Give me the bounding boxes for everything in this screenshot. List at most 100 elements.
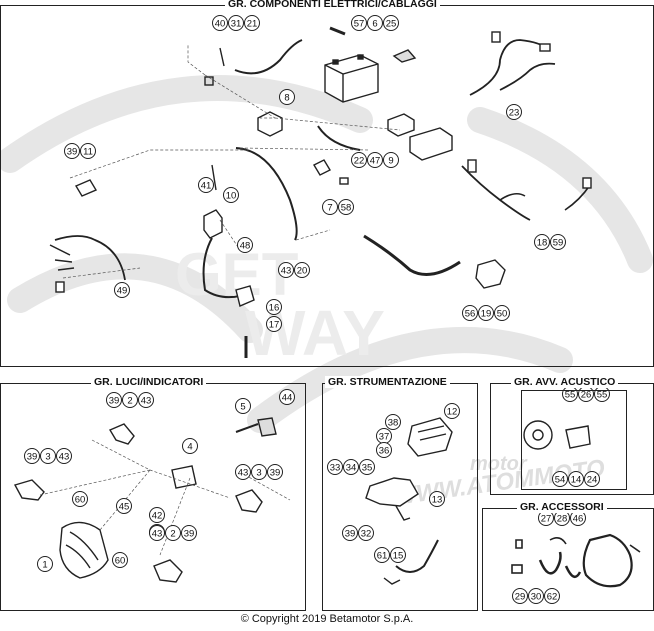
callout-luci-2: 2 — [122, 392, 138, 408]
callout-luci-5: 5 — [235, 398, 251, 414]
svg-text:54: 54 — [555, 475, 566, 486]
callout-componenti-40: 40 — [212, 15, 228, 31]
callout-accessori-28: 28 — [554, 510, 570, 526]
accessori-panel: GR. ACCESSORI — [482, 501, 654, 611]
accessori-drawings — [511, 533, 641, 588]
svg-text:42: 42 — [152, 511, 163, 522]
svg-text:61: 61 — [377, 551, 388, 562]
svg-text:43: 43 — [152, 529, 163, 540]
svg-text:49: 49 — [117, 286, 128, 297]
svg-text:46: 46 — [573, 514, 584, 525]
svg-text:56: 56 — [465, 309, 476, 320]
svg-text:60: 60 — [75, 495, 86, 506]
svg-text:39: 39 — [345, 529, 356, 540]
componenti-title: GR. COMPONENTI ELETTRICI/CABLAGGI — [225, 0, 440, 10]
callout-luci-43: 43 — [56, 448, 72, 464]
callout-luci-1: 1 — [37, 556, 53, 572]
svg-text:25: 25 — [386, 19, 397, 30]
svg-text:26: 26 — [581, 390, 592, 401]
svg-text:43: 43 — [59, 452, 70, 463]
callout-luci-42: 42 — [149, 507, 165, 523]
callout-strumentazione-13: 13 — [429, 491, 445, 507]
callout-componenti-47: 47 — [367, 152, 383, 168]
svg-text:30: 30 — [531, 592, 542, 603]
callout-componenti-9: 9 — [383, 152, 399, 168]
strumentazione-drawings — [365, 417, 453, 585]
callout-luci-45: 45 — [116, 498, 132, 514]
callout-componenti-49: 49 — [114, 282, 130, 298]
callout-luci-39: 39 — [181, 525, 197, 541]
callout-componenti-22: 22 — [351, 152, 367, 168]
callout-componenti-20: 20 — [294, 262, 310, 278]
callout-luci-39: 39 — [106, 392, 122, 408]
callout-componenti-23: 23 — [506, 104, 522, 120]
svg-text:39: 39 — [270, 468, 281, 479]
callout-strumentazione-38: 38 — [385, 414, 401, 430]
svg-text:3: 3 — [256, 468, 261, 479]
svg-text:17: 17 — [269, 320, 280, 331]
callout-componenti-57: 57 — [351, 15, 367, 31]
callout-componenti-17: 17 — [266, 316, 282, 332]
luci-title: GR. LUCI/INDICATORI — [91, 376, 207, 388]
svg-text:4: 4 — [187, 442, 192, 453]
svg-text:6: 6 — [372, 19, 377, 30]
svg-text:39: 39 — [27, 452, 38, 463]
svg-text:29: 29 — [515, 592, 526, 603]
callout-luci-3: 3 — [40, 448, 56, 464]
componenti-panel: GR. COMPONENTI ELETTRICI/CABLAGGI — [0, 0, 654, 367]
luci-drawings — [13, 417, 277, 583]
svg-text:58: 58 — [341, 203, 352, 214]
svg-text:50: 50 — [497, 309, 508, 320]
battery-part — [324, 54, 379, 103]
callout-luci-43: 43 — [138, 392, 154, 408]
callout-strumentazione-15: 15 — [390, 547, 406, 563]
svg-text:3: 3 — [45, 452, 50, 463]
callout-luci-60: 60 — [112, 552, 128, 568]
svg-text:32: 32 — [361, 529, 372, 540]
svg-text:43: 43 — [238, 468, 249, 479]
callout-strumentazione-39: 39 — [342, 525, 358, 541]
svg-text:31: 31 — [231, 19, 242, 30]
svg-text:55: 55 — [565, 390, 576, 401]
svg-text:33: 33 — [330, 463, 341, 474]
callout-strumentazione-61: 61 — [374, 547, 390, 563]
callout-luci-39: 39 — [267, 464, 283, 480]
luci-panel: GR. LUCI/INDICATORI — [0, 376, 306, 611]
svg-text:55: 55 — [597, 390, 608, 401]
callout-strumentazione-12: 12 — [444, 403, 460, 419]
callout-componenti-48: 48 — [237, 237, 253, 253]
svg-text:20: 20 — [297, 266, 308, 277]
callout-componenti-21: 21 — [244, 15, 260, 31]
svg-text:39: 39 — [184, 529, 195, 540]
callout-acustico-54: 54 — [552, 471, 568, 487]
copyright-text: © Copyright 2019 Betamotor S.p.A. — [240, 613, 414, 625]
callout-componenti-31: 31 — [228, 15, 244, 31]
acustico-inner-frame — [521, 390, 627, 490]
callout-componenti-11: 11 — [80, 143, 96, 159]
callout-componenti-56: 56 — [462, 305, 478, 321]
callout-componenti-6: 6 — [367, 15, 383, 31]
svg-text:43: 43 — [141, 396, 152, 407]
svg-text:60: 60 — [115, 556, 126, 567]
svg-text:24: 24 — [587, 475, 598, 486]
svg-text:14: 14 — [571, 475, 582, 486]
callout-componenti-58: 58 — [338, 199, 354, 215]
accessori-title: GR. ACCESSORI — [517, 501, 607, 513]
svg-text:1: 1 — [42, 560, 47, 571]
acustico-title: GR. AVV. ACUSTICO — [511, 376, 619, 388]
callout-luci-43: 43 — [149, 525, 165, 541]
svg-text:47: 47 — [370, 156, 381, 167]
svg-text:35: 35 — [362, 463, 373, 474]
callout-componenti-10: 10 — [223, 187, 239, 203]
svg-text:2: 2 — [127, 396, 132, 407]
svg-text:39: 39 — [67, 147, 78, 158]
svg-text:8: 8 — [284, 93, 289, 104]
callout-luci-60: 60 — [72, 491, 88, 507]
svg-text:28: 28 — [557, 514, 568, 525]
callout-accessori-29: 29 — [512, 588, 528, 604]
callout-strumentazione-34: 34 — [343, 459, 359, 475]
callout-componenti-43: 43 — [278, 262, 294, 278]
svg-text:15: 15 — [393, 551, 404, 562]
